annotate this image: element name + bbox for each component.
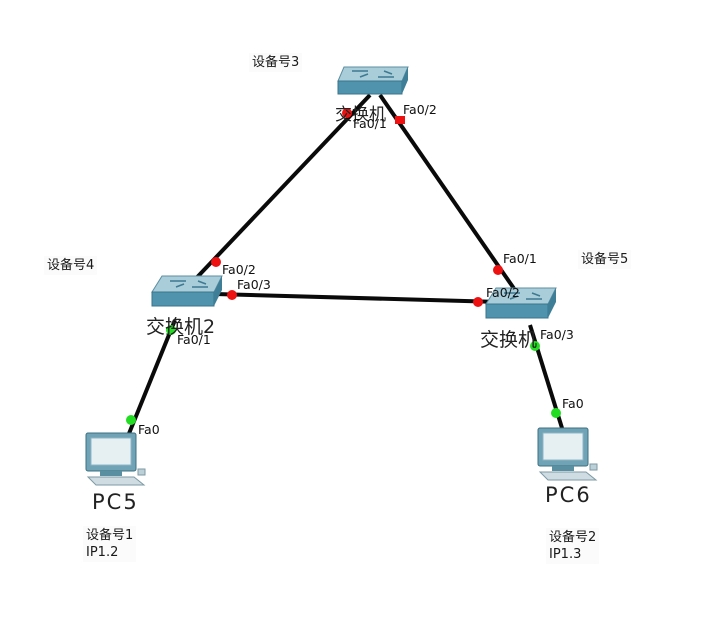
switch-2[interactable]	[151, 275, 223, 307]
link-switch2-to-pc5[interactable]	[126, 319, 177, 437]
switch-top-label: 交换机	[335, 105, 386, 125]
port-dot-right-fa03	[530, 341, 540, 351]
port-dot-top-fa02	[395, 116, 405, 124]
pc6-label: PC6	[545, 483, 592, 507]
link-top-to-switch-right[interactable]	[378, 93, 517, 292]
link-switch2-to-switch-right[interactable]	[214, 292, 501, 304]
note-switch-top: 设备号3	[249, 53, 303, 72]
switch-right-label: 交换机	[480, 329, 538, 351]
note-text: 设备号5	[581, 252, 629, 267]
port-dot-right-fa02	[473, 297, 483, 307]
port-dot-sw2-fa01	[166, 325, 176, 335]
switch-icon	[151, 275, 223, 307]
pc-icon	[537, 427, 598, 481]
port-label-sw2-fa03: Fa0/3	[237, 277, 271, 292]
port-status-dots	[126, 108, 561, 425]
pc5-label: PC5	[92, 490, 139, 514]
note-pc6: 设备号2 IP1.3	[546, 528, 600, 564]
port-label-pc6-fa0: Fa0	[562, 396, 584, 411]
port-label-pc5-fa0: Fa0	[138, 422, 160, 437]
note-switch-2: 设备号4	[44, 256, 98, 275]
port-label-top-fa01: Fa0/1	[353, 116, 387, 131]
port-label-right-fa02: Fa0/2	[486, 285, 520, 300]
note-text: 设备号4	[47, 258, 95, 273]
port-dot-sw2-fa03	[227, 290, 237, 300]
port-dot-sw2-fa02	[211, 257, 221, 267]
port-dot-top-fa01	[342, 108, 352, 118]
port-dot-pc5-fa0	[126, 415, 136, 425]
port-label-right-fa01: Fa0/1	[503, 251, 537, 266]
note-pc5: 设备号1 IP1.2	[83, 526, 137, 562]
note-ip: IP1.2	[86, 545, 119, 560]
port-label-top-fa02: Fa0/2	[403, 102, 437, 117]
note-switch-right: 设备号5	[578, 250, 632, 269]
port-label-sw2-fa02: Fa0/2	[222, 262, 256, 277]
switch-icon	[337, 66, 409, 95]
port-label-sw2-fa01: Fa0/1	[177, 332, 211, 347]
switch-top[interactable]	[337, 66, 409, 95]
note-text: 设备号3	[252, 55, 300, 70]
pc5[interactable]	[85, 432, 146, 486]
note-ip: IP1.3	[549, 547, 582, 562]
note-device-id: 设备号1	[86, 528, 134, 543]
port-dot-right-fa01	[493, 265, 503, 275]
switch-right[interactable]	[485, 287, 557, 319]
switch-2-label: 交换机2	[146, 316, 216, 338]
note-device-id: 设备号2	[549, 530, 597, 545]
port-label-right-fa03: Fa0/3	[540, 327, 574, 342]
switch-icon	[485, 287, 557, 319]
pc6[interactable]	[537, 427, 598, 481]
port-dot-pc6-fa0	[551, 408, 561, 418]
pc-icon	[85, 432, 146, 486]
